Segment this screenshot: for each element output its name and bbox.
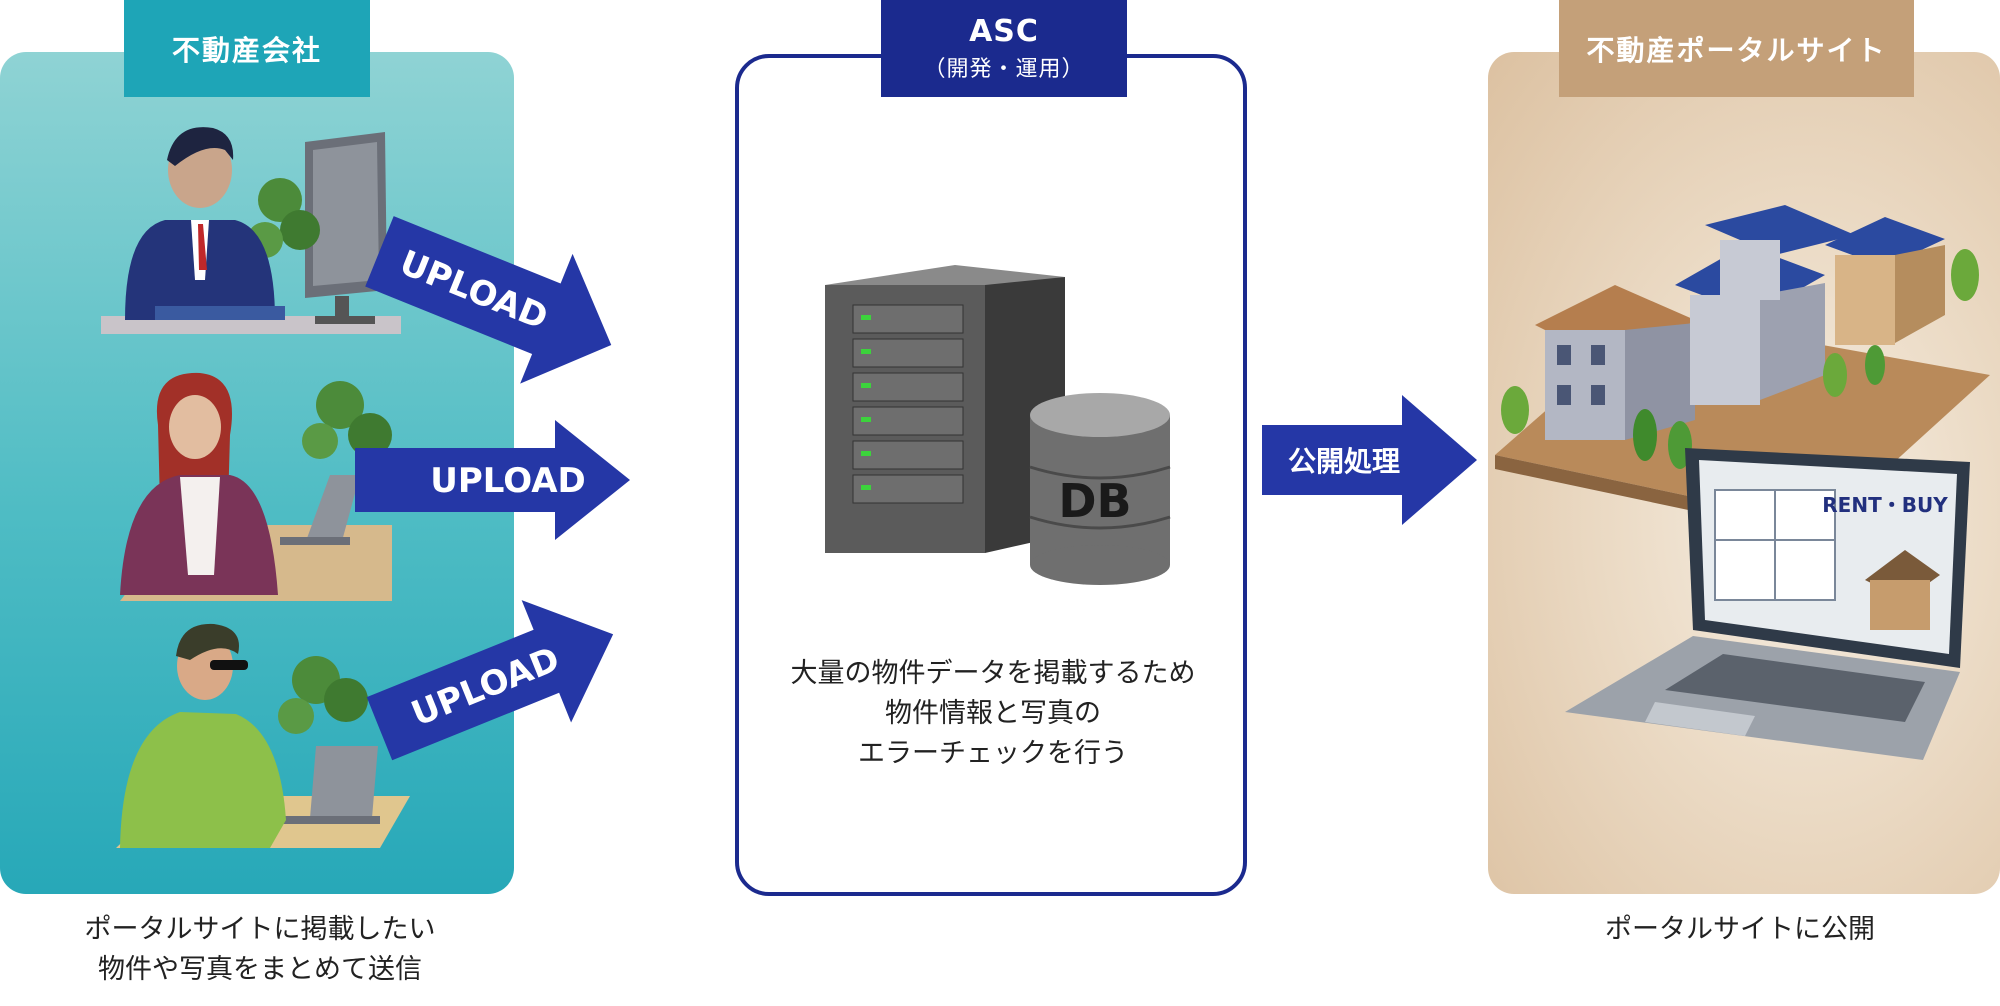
server-rack-slots bbox=[852, 304, 964, 504]
asc-tag: ASC （開発・運用） bbox=[881, 0, 1127, 97]
upload-arrow-2: UPLOAD bbox=[355, 420, 630, 540]
right-caption-line: ポータルサイトに公開 bbox=[1605, 914, 1875, 945]
person-desktop-illustration bbox=[101, 127, 401, 334]
asc-tag-subtitle: （開発・運用） bbox=[923, 57, 1085, 82]
upload-arrow-2-label: UPLOAD bbox=[430, 461, 586, 501]
asc-description-line-2: 物件情報と写真の bbox=[885, 698, 1101, 729]
left-caption-line-2: 物件や写真をまとめて送信 bbox=[98, 954, 422, 985]
asc-description: 大量の物件データを掲載するため 物件情報と写真の エラーチェックを行う bbox=[760, 654, 1226, 774]
person-laptop-woman-illustration bbox=[120, 372, 392, 601]
person-laptop-man-illustration bbox=[116, 623, 410, 848]
left-caption-line-1: ポータルサイトに掲載したい bbox=[84, 914, 436, 945]
right-caption: ポータルサイトに公開 bbox=[1560, 910, 1920, 950]
server-db-illustration: DB bbox=[825, 265, 1171, 585]
publish-arrow-label: 公開処理 bbox=[1288, 445, 1400, 478]
asc-description-line-1: 大量の物件データを掲載するため bbox=[790, 658, 1196, 689]
upload-arrow-3: UPLOAD bbox=[366, 600, 614, 761]
portal-site-tag: 不動産ポータルサイト bbox=[1559, 0, 1914, 97]
asc-description-line-3: エラーチェックを行う bbox=[858, 738, 1128, 769]
asc-tag-title: ASC bbox=[969, 14, 1039, 49]
publish-arrow: 公開処理 bbox=[1262, 395, 1477, 525]
db-label: DB bbox=[1058, 474, 1131, 528]
upload-arrow-1: UPLOAD bbox=[365, 216, 612, 384]
screen-rent-buy-label: RENT・BUY bbox=[1822, 493, 1948, 517]
laptop-illustration: RENT・BUY bbox=[1565, 448, 1970, 760]
left-caption: ポータルサイトに掲載したい 物件や写真をまとめて送信 bbox=[40, 910, 480, 990]
database-cylinder-icon: DB bbox=[1029, 393, 1171, 585]
realestate-company-tag: 不動産会社 bbox=[124, 0, 370, 97]
